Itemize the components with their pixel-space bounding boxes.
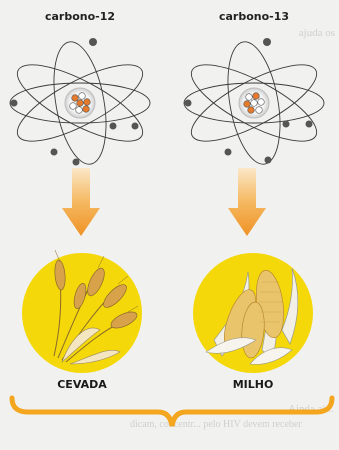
arrow-down-left xyxy=(62,168,100,236)
arrow-down-right xyxy=(228,168,266,236)
nucleus-carbon-13 xyxy=(239,88,269,118)
corn-illustration xyxy=(193,253,313,373)
bottom-brace xyxy=(12,398,332,426)
nucleus-carbon-12 xyxy=(65,88,95,118)
barley-illustration xyxy=(22,250,142,373)
atom-carbon-12 xyxy=(8,38,152,168)
atom-carbon-13 xyxy=(182,38,326,168)
crop-label-corn: MILHO xyxy=(203,378,303,391)
crop-label-barley: CEVADA xyxy=(32,378,132,391)
